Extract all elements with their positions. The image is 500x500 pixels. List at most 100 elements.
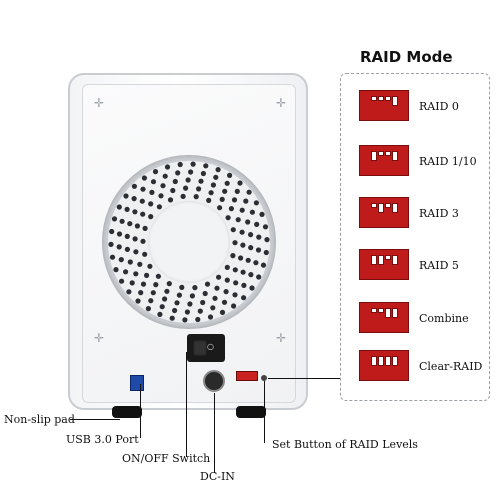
fan-hole (129, 280, 135, 286)
fan-hole (227, 172, 233, 178)
fan-hole (141, 175, 147, 181)
fan-hole (177, 161, 183, 168)
fan-hole (239, 207, 245, 213)
fan-hole (176, 292, 182, 298)
left-foot (112, 406, 142, 418)
fan-hole (193, 194, 199, 200)
fan-hole (240, 242, 246, 248)
fan-hole (144, 272, 150, 278)
fan-hole (127, 221, 133, 227)
fan-hole (263, 249, 269, 256)
fan-hole (223, 289, 229, 295)
fan-hole (188, 169, 194, 175)
raid-set-button[interactable] (261, 375, 267, 381)
fan-hole (224, 277, 230, 283)
leader-line (264, 381, 265, 443)
fan-hole (208, 190, 214, 196)
fan-hole (108, 241, 114, 247)
fan-hole (249, 209, 255, 215)
fan-hole (179, 284, 185, 290)
mode-label: RAID 5 (419, 259, 459, 272)
fan-hole (210, 182, 216, 188)
fan-hole (119, 278, 125, 284)
fan-hole (142, 251, 148, 257)
fan-hole (147, 263, 153, 269)
fan-hole (260, 262, 267, 268)
fan-hole (245, 219, 251, 225)
fan-hole (113, 267, 119, 273)
dip-switch-icon (359, 90, 409, 121)
dip-switch-icon (359, 302, 409, 333)
fan-hole (162, 296, 168, 302)
fan-hole (190, 161, 196, 167)
fan-hole (131, 183, 137, 189)
fan-hole (127, 259, 133, 265)
fan-hole (167, 197, 174, 203)
fan-hole (140, 211, 146, 217)
fan-hole (138, 290, 144, 296)
fan-hole (207, 314, 214, 320)
mode-label: RAID 0 (419, 100, 459, 113)
dip-switch-icon (359, 350, 409, 381)
fan-hole (232, 267, 238, 273)
fan-hole (198, 178, 204, 184)
fan-hole (133, 271, 139, 277)
fan-hole (262, 224, 269, 230)
fan-hole (196, 186, 202, 192)
fan-hole (214, 285, 220, 291)
callout-on-off-switch: ON/OFF Switch (122, 452, 211, 465)
fan-hole (224, 264, 230, 270)
fan-hole (119, 218, 125, 224)
power-rocker[interactable] (193, 340, 207, 356)
power-switch-mark: ○ (207, 342, 214, 351)
fan-hole (180, 193, 186, 199)
fan-hole (140, 281, 147, 287)
fan-hole (192, 285, 198, 291)
fan-hole (235, 217, 241, 223)
fan-hole (256, 274, 262, 280)
fan-hole (160, 183, 166, 189)
fan-hole (170, 187, 176, 194)
legend-title: RAID Mode (360, 48, 453, 66)
fan-hole (150, 179, 157, 185)
fan-hole (219, 309, 226, 315)
screw-icon: ✛ (276, 331, 287, 345)
fan-hole (246, 189, 252, 195)
fan-hole (248, 245, 254, 251)
leader-line (268, 378, 341, 379)
screw-icon: ✛ (276, 96, 287, 110)
fan-hole (232, 292, 238, 298)
fan-hole (158, 193, 164, 199)
fan-hole (230, 227, 236, 233)
fan-hole (142, 225, 148, 231)
fan-hub (148, 201, 230, 283)
mode-label: Combine (419, 312, 469, 325)
usb-port[interactable] (130, 375, 144, 391)
fan-hole (238, 255, 244, 261)
fan-hole (200, 170, 206, 177)
fan-hole (210, 305, 216, 311)
dc-in-port[interactable] (203, 370, 225, 392)
fan-hole (183, 185, 189, 191)
fan-hole (241, 295, 247, 301)
fan-hole (230, 253, 236, 259)
fan-hole (264, 237, 270, 243)
callout-dc-in: DC-IN (200, 470, 235, 483)
fan-hole (132, 236, 138, 242)
screw-icon: ✛ (94, 331, 105, 345)
fan-hole (172, 307, 178, 314)
fan-hole (259, 211, 265, 217)
fan-hole (148, 201, 154, 207)
fan-hole (169, 315, 175, 321)
leader-line (186, 352, 187, 457)
fan-hole (164, 164, 171, 170)
fan-hole (217, 205, 223, 211)
fan-hole (182, 317, 188, 323)
fan-hole (222, 188, 228, 194)
fan-hole (123, 193, 129, 199)
raid-dip-switch[interactable] (236, 371, 258, 381)
fan-hole (148, 298, 154, 304)
leader-line (70, 419, 120, 420)
fan-hole (253, 260, 259, 266)
fan-hole (243, 198, 249, 204)
